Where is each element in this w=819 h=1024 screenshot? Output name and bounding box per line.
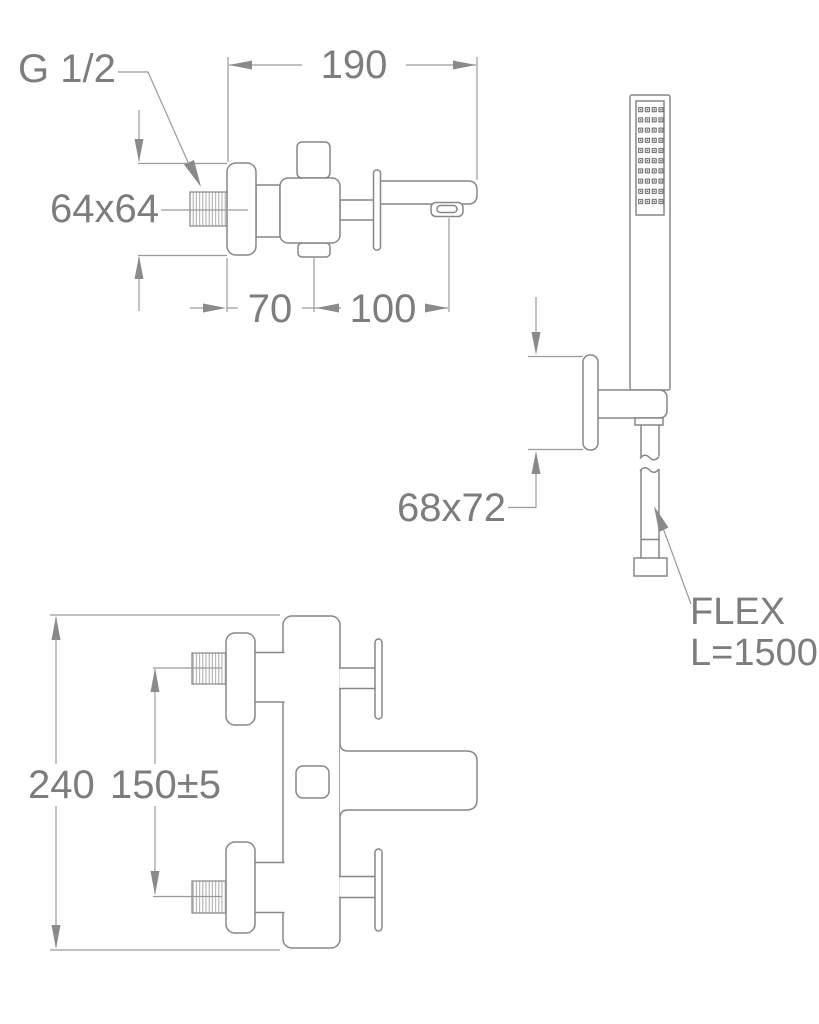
hose-coupling — [634, 417, 664, 426]
thread-size-label: G 1/2 — [16, 47, 118, 91]
dim-label-150: 150±5 — [108, 763, 221, 807]
upper-connector-fill — [255, 652, 285, 702]
lower-connector-fill — [255, 863, 285, 912]
mixer-front-view — [50, 614, 478, 951]
hose-outlet — [297, 242, 331, 258]
dim-label-100: 100 — [341, 288, 425, 330]
hose-end-nut — [633, 557, 668, 577]
spout-front — [339, 744, 478, 817]
lower-handle-bar — [374, 848, 383, 932]
dim-label-190: 190 — [302, 44, 406, 86]
dim-label-68x72: 68x72 — [392, 487, 508, 529]
aerator — [430, 201, 464, 218]
shower-hose — [639, 425, 660, 558]
flex-leader — [654, 506, 692, 605]
dim-label-70: 70 — [238, 288, 302, 330]
wall-connector — [255, 184, 281, 238]
hose-break-top — [639, 454, 660, 461]
flex-label: FLEX — [690, 591, 786, 633]
handshower-set — [505, 94, 692, 605]
upper-handle-stem — [339, 667, 375, 690]
upper-wall-flange — [225, 632, 256, 726]
upper-stem-fill — [339, 668, 375, 688]
wall-flange-side — [226, 162, 257, 256]
hose-break-bottom — [639, 467, 660, 473]
lower-connector — [255, 861, 285, 914]
lower-stem-fill — [339, 877, 375, 897]
thread-leader — [108, 71, 201, 187]
lower-handle-stem — [339, 875, 375, 899]
dim-70-100 — [190, 218, 450, 313]
nozzle-grid — [637, 106, 665, 209]
temperature-handle-side — [296, 141, 331, 179]
threaded-nipple-side — [189, 191, 228, 227]
dim-68x72 — [505, 297, 583, 509]
aerator-inner — [436, 204, 458, 214]
dim-label-240: 240 — [26, 763, 95, 807]
spout-side — [376, 180, 478, 205]
lever-plate — [372, 169, 382, 251]
dim-64x64 — [134, 110, 227, 311]
bracket-wall-plate — [582, 354, 599, 451]
dim-label-64x64: 64x64 — [45, 188, 161, 230]
upper-handle-bar — [374, 638, 383, 720]
mixer-side-view — [108, 57, 478, 313]
mixer-body-side — [279, 177, 341, 244]
diverter-knob — [295, 765, 330, 799]
bracket-arm — [596, 389, 668, 419]
spout-pipe — [339, 199, 377, 221]
flex-length-label: L=1500 — [690, 632, 818, 674]
lower-wall-flange — [225, 841, 256, 934]
upper-connector — [255, 651, 285, 703]
dim-240 — [50, 614, 280, 951]
